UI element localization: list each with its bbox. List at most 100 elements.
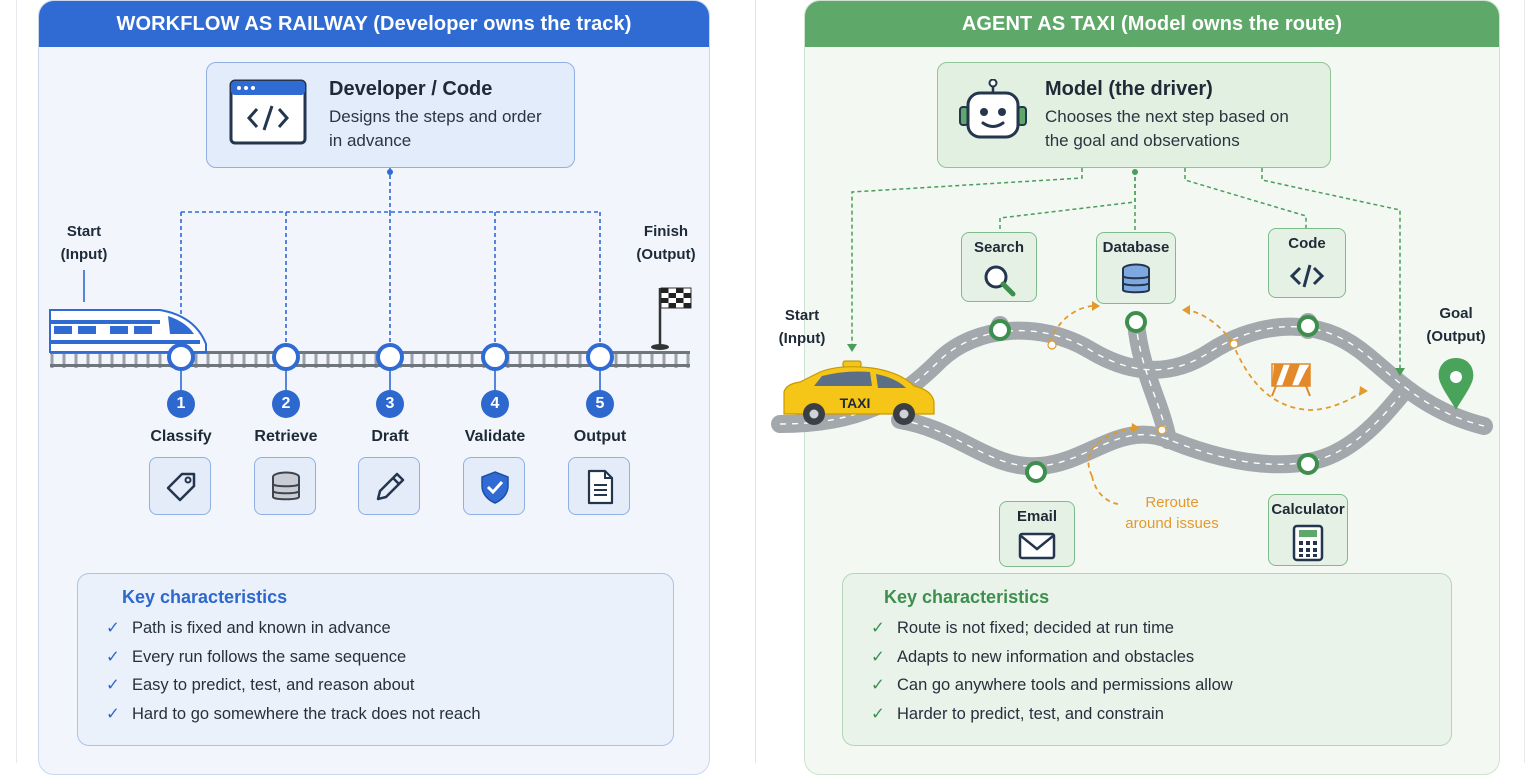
code-icon	[1289, 264, 1325, 288]
check-icon: ✓	[106, 619, 120, 637]
developer-box: Developer / Code Designs the steps and o…	[206, 62, 575, 168]
step-label-retrieve: Retrieve	[254, 428, 318, 445]
robot-icon	[959, 79, 1027, 139]
finish-label: Finish (Output)	[626, 220, 706, 266]
key-item-text: Adapts to new information and obstacles	[897, 647, 1195, 666]
tool-search-label: Search	[973, 239, 1025, 256]
start-label-right-line-2: (Input)	[778, 330, 826, 347]
agent-key-title: Key characteristics	[884, 587, 1050, 607]
tag-icon	[166, 472, 196, 502]
station-markers	[167, 343, 614, 392]
goal-label: Goal (Output)	[1416, 302, 1496, 348]
center-divider	[755, 0, 756, 763]
reroute-arrowheads	[1092, 301, 1368, 433]
step-number-3: 3	[376, 390, 404, 418]
step-tile-retrieve	[254, 457, 316, 515]
key-item-text: Route is not fixed; decided at run time	[897, 619, 1174, 637]
workflow-key-characteristics: Key characteristics ✓ Path is fixed and k…	[77, 573, 674, 746]
database-icon	[272, 471, 300, 501]
developer-desc-line-1: Designs the steps and order	[329, 107, 542, 126]
check-icon: ✓	[106, 647, 120, 666]
tool-email-label: Email	[1016, 508, 1058, 525]
goal-label-line-2: (Output)	[1426, 328, 1486, 345]
check-icon: ✓	[106, 704, 120, 723]
tool-code: Code	[1268, 228, 1346, 298]
start-label-left-line-1: Start	[66, 223, 102, 240]
start-label-left: Start (Input)	[44, 220, 124, 266]
taxi-sign-text: TAXI	[840, 395, 871, 411]
left-edge-line	[16, 0, 17, 763]
step-number-4: 4	[481, 390, 509, 418]
developer-connectors	[180, 168, 601, 345]
agent-panel-header: AGENT AS TAXI (Model owns the route)	[805, 1, 1499, 47]
database-icon	[1122, 263, 1150, 294]
location-pin-icon	[1438, 358, 1474, 410]
checkered-flag-icon	[651, 287, 692, 350]
workflow-key-title: Key characteristics	[122, 587, 288, 607]
reroute-label: Reroute around issues	[1110, 492, 1234, 534]
roadblock-icon	[1271, 363, 1311, 397]
workflow-panel-header: WORKFLOW AS RAILWAY (Developer owns the …	[39, 1, 709, 47]
key-item-text: Can go anywhere tools and permissions al…	[897, 676, 1233, 694]
key-item-text: Hard to go somewhere the track does not …	[132, 704, 481, 723]
right-edge-line	[1524, 0, 1525, 763]
tool-database-label: Database	[1102, 239, 1170, 256]
developer-title: Developer / Code	[329, 78, 493, 100]
tool-database: Database	[1096, 232, 1176, 304]
model-box: Model (the driver) Chooses the next step…	[937, 62, 1331, 168]
model-desc-line-2: the goal and observations	[1045, 131, 1240, 150]
start-label-left-line-2: (Input)	[60, 246, 108, 263]
step-number-2: 2	[272, 390, 300, 418]
model-connectors	[851, 168, 1401, 372]
taxi-icon: TAXI	[783, 360, 935, 425]
reroute-label-line-2: around issues	[1125, 515, 1219, 532]
step-label-classify: Classify	[150, 428, 212, 445]
step-label-output: Output	[573, 428, 627, 445]
train-icon	[49, 309, 207, 353]
tool-ring-markers	[989, 311, 1319, 483]
list-item: ✓ Every run follows the same sequence	[106, 643, 481, 672]
model-desc-line-1: Chooses the next step based on	[1045, 107, 1289, 126]
tool-search: Search	[961, 232, 1037, 302]
step-number-1: 1	[167, 390, 195, 418]
list-item: ✓ Hard to go somewhere the track does not…	[106, 700, 481, 729]
list-item: ✓ Can go anywhere tools and permissions a…	[871, 671, 1233, 700]
road-junction-dots	[1047, 339, 1239, 435]
step-tile-validate	[463, 457, 525, 515]
key-item-text: Every run follows the same sequence	[132, 647, 407, 666]
key-item-text: Path is fixed and known in advance	[132, 619, 391, 637]
list-item: ✓ Route is not fixed; decided at run time	[871, 614, 1233, 643]
key-item-text: Easy to predict, test, and reason about	[132, 676, 415, 694]
finish-label-line-2: (Output)	[636, 246, 696, 263]
tool-calculator-label: Calculator	[1271, 501, 1345, 518]
check-icon: ✓	[871, 676, 885, 694]
calculator-icon	[1292, 524, 1324, 562]
tool-code-label: Code	[1288, 235, 1326, 252]
document-icon	[587, 469, 614, 505]
shield-check-icon	[481, 471, 509, 504]
step-label-draft: Draft	[371, 428, 409, 445]
start-label-right: Start (Input)	[762, 304, 842, 350]
pencil-icon	[376, 472, 405, 501]
connector-arrowheads	[847, 169, 1405, 376]
check-icon: ✓	[871, 619, 885, 637]
agent-key-list: ✓ Route is not fixed; decided at run time…	[871, 614, 1233, 728]
check-icon: ✓	[871, 647, 885, 666]
step-tile-output	[568, 457, 630, 515]
finish-label-line-1: Finish	[643, 223, 689, 240]
step-label-validate: Validate	[464, 428, 526, 445]
reroute-label-line-1: Reroute	[1145, 494, 1199, 511]
check-icon: ✓	[106, 676, 120, 694]
agent-key-characteristics: Key characteristics ✓ Route is not fixed;…	[842, 573, 1452, 746]
list-item: ✓Harder to predict, test, and constrain	[871, 700, 1233, 729]
magnifier-icon	[984, 265, 1016, 297]
connector-dot	[387, 169, 393, 175]
list-item: ✓ Easy to predict, test, and reason about	[106, 671, 481, 700]
start-label-right-line-1: Start	[784, 307, 820, 324]
model-title: Model (the driver)	[1045, 78, 1213, 100]
step-number-5: 5	[586, 390, 614, 418]
step-tile-classify	[149, 457, 211, 515]
envelope-icon	[1018, 532, 1056, 560]
code-window-icon	[229, 79, 307, 145]
